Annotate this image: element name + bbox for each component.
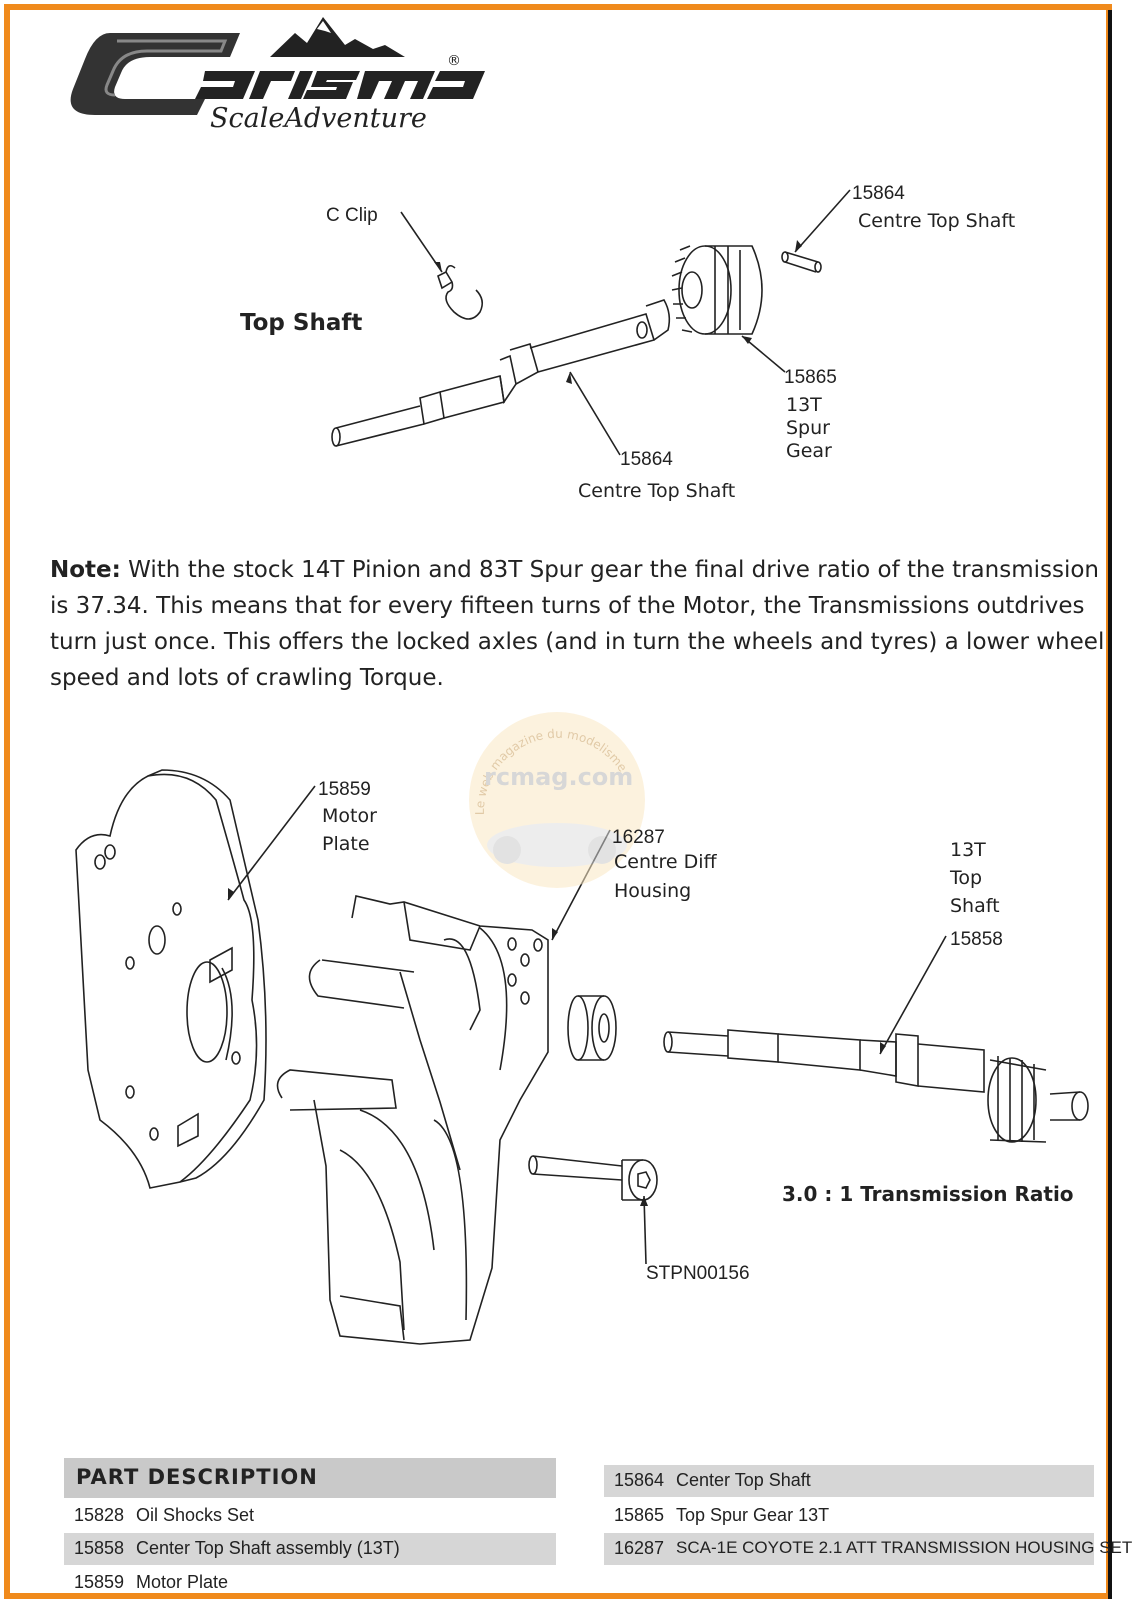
- motor-plate-part: [75, 769, 267, 1189]
- shaft-part-name: Centre Top Shaft: [578, 480, 736, 502]
- part-number: 15865: [614, 1505, 665, 1525]
- housing-part-number: 16287: [612, 827, 665, 848]
- c-clip-label: C Clip: [326, 205, 378, 226]
- part-number: 16287: [614, 1538, 665, 1558]
- top-shaft-part: [331, 299, 671, 447]
- motor-plate-label-line1: Motor: [322, 805, 377, 827]
- registered-mark: ®: [447, 53, 461, 69]
- table-row: 15865 Top Spur Gear 13T: [604, 1500, 1094, 1532]
- note-text: With the stock 14T Pinion and 83T Spur g…: [50, 557, 1105, 691]
- table-row: 15859 Motor Plate: [64, 1567, 556, 1599]
- gear-part-number: 15865: [784, 367, 837, 388]
- top-shaft-part-number: 15858: [950, 929, 1003, 950]
- part-description: Top Spur Gear 13T: [676, 1505, 830, 1525]
- part-number: 15864: [614, 1470, 665, 1490]
- part-description: SCA-1E COYOTE 2.1 ATT TRANSMISSION HOUSI…: [676, 1538, 1132, 1557]
- part-number: 15858: [74, 1538, 125, 1558]
- parts-table-header: PART DESCRIPTION: [64, 1458, 556, 1498]
- note-lead: Note:: [50, 557, 121, 583]
- shaft-part-number: 15864: [620, 449, 673, 470]
- table-row: 15858 Center Top Shaft assembly (13T): [64, 1533, 556, 1565]
- housing-label-line2: Housing: [614, 880, 692, 902]
- transmission-ratio: 3.0 : 1 Transmission Ratio: [782, 1182, 1074, 1206]
- part-description: Center Top Shaft assembly (13T): [136, 1538, 400, 1558]
- c-clip-part: [445, 264, 484, 320]
- part-description: Center Top Shaft: [676, 1470, 811, 1490]
- part-number: 15859: [74, 1572, 125, 1592]
- motor-plate-part-number: 15859: [318, 779, 371, 800]
- table-row: 16287 SCA-1E COYOTE 2.1 ATT TRANSMISSION…: [604, 1533, 1132, 1565]
- table-row: 15864 Center Top Shaft: [604, 1465, 1094, 1497]
- top-shaft-label-line2: Top: [950, 867, 983, 889]
- spur-gear-part: [671, 245, 763, 335]
- gear-label-line1: 13T: [786, 394, 822, 416]
- top-shaft-assembly-part: [663, 1029, 1089, 1143]
- gear-label-line2: Spur: [786, 417, 830, 439]
- logo-wordmark: [195, 71, 485, 99]
- page-edge-line: [1108, 10, 1112, 1599]
- part-number: 15828: [74, 1505, 125, 1525]
- svg-text:rcmag.com: rcmag.com: [484, 763, 633, 791]
- motor-plate-label-line2: Plate: [322, 833, 370, 855]
- gear-label-line3: Gear: [786, 440, 832, 462]
- part-description: Motor Plate: [136, 1572, 229, 1592]
- carisma-logo: ® ScaleAdventure: [70, 17, 485, 134]
- parts-table-header-label: PART DESCRIPTION: [76, 1465, 318, 1489]
- transmission-note: Note: With the stock 14T Pinion and 83T …: [50, 552, 1110, 696]
- pin-part-name: Centre Top Shaft: [858, 210, 1016, 232]
- centre-diff-housing-part: [276, 895, 549, 1345]
- top-shaft-label-line3: Shaft: [950, 895, 1000, 917]
- part-description: Oil Shocks Set: [136, 1505, 255, 1525]
- logo-tagline: ScaleAdventure: [210, 103, 427, 134]
- screw-part: [528, 1155, 658, 1201]
- table-row: 15828 Oil Shocks Set: [64, 1500, 556, 1532]
- top-shaft-label-line1: 13T: [950, 839, 986, 861]
- housing-label-line1: Centre Diff: [614, 851, 717, 873]
- bearing-part: [567, 995, 617, 1061]
- pin-part-number: 15864: [852, 183, 905, 204]
- top-shaft-heading: Top Shaft: [240, 310, 363, 336]
- shaft-pin-part: [781, 251, 822, 273]
- screw-part-number: STPN00156: [646, 1263, 750, 1284]
- rcmag-watermark: Le web magazine du modelisme rcmag.com: [469, 712, 645, 888]
